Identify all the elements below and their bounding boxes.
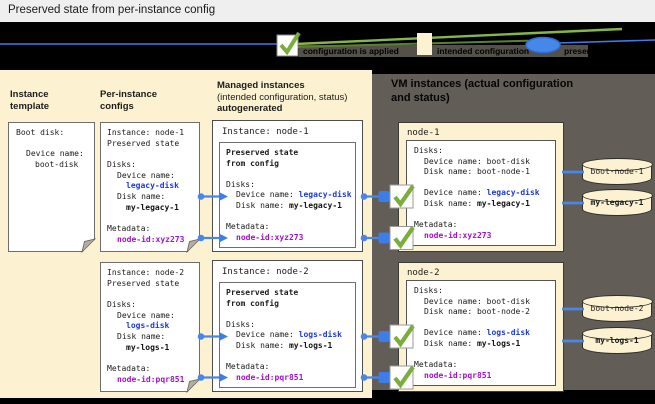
vm-node-2-inner-box: Disks: Device name: boot-disk Disk name:… [406, 280, 556, 386]
pic1-metadata: Metadata: [107, 224, 151, 234]
managed-instance-node-2-inner-box: Preserved state from config Disks: Devic… [219, 282, 356, 388]
pic1-device-value: legacy-disk [126, 181, 179, 191]
mi2-preserved-2: from config [226, 298, 279, 308]
mi1-device-line: Device name: legacy-disk [236, 190, 352, 200]
mi2-preserved-1: Preserved state [226, 288, 299, 297]
mi2-metadata: Metadata: [226, 362, 270, 372]
managed-heading-line3: autogenerated [217, 103, 283, 114]
disk-cylinder-boot-node-2: boot-node-2 [581, 295, 653, 322]
vm-node-1-inner-box: Disks: Device name: boot-disk Disk name:… [406, 140, 556, 246]
mi1-disk-line: Disk name: my-legacy-1 [236, 200, 342, 210]
instance-template-heading: Instance template [10, 89, 50, 112]
page-title: Preserved state from per-instance config [0, 0, 655, 22]
per-instance-configs-heading: Per-instance configs [100, 89, 158, 112]
per-instance-config-node-2-box: Instance: node-2 Preserved state Disks: … [100, 262, 200, 392]
vm2-boot-device-line: Device name: boot-disk [424, 296, 530, 306]
pic2-device-label: Device name: [117, 310, 175, 320]
vm1-title: node-1 [407, 128, 440, 138]
managed-instances-heading: Managed instances (intended configuratio… [217, 80, 369, 115]
pic1-device-label: Device name: [117, 170, 175, 180]
mi1-preserved-2: from config [226, 158, 279, 168]
mi2-device-line: Device name: logs-disk [236, 330, 342, 340]
legend-oval-label: preserved state [564, 46, 627, 56]
pic2-device-value: logs-disk [126, 321, 170, 331]
pic1-disk-label: Disk name: [117, 192, 166, 202]
vm1-metadata: Metadata: [414, 220, 458, 230]
mi2-disk-line: Disk name: my-logs-1 [236, 340, 333, 350]
disk-label: my-logs-1 [595, 336, 639, 345]
vm1-boot-disk-line: Disk name: boot-node-1 [424, 167, 530, 177]
legend-bar [299, 45, 588, 57]
pic2-disk-value: my-logs-1 [126, 342, 170, 352]
pic2-disks: Disks: [107, 300, 136, 310]
disk-cylinder-my-logs-1: my-logs-1 [581, 327, 653, 354]
disk-label: boot-node-2 [590, 304, 644, 313]
vm-panel-heading: VM instances (actual configuration and s… [391, 78, 643, 105]
mi2-disks: Disks: [226, 319, 255, 329]
mi1-preserved-1: Preserved state [226, 148, 299, 157]
vm2-metadata-value: node-id:pqr851 [424, 370, 492, 380]
pic2-preserved: Preserved state [107, 278, 180, 288]
managed-heading-line1: Managed instances [217, 80, 305, 91]
pic2-instance: Instance: node-2 [107, 268, 185, 277]
disk-label: my-legacy-1 [590, 198, 644, 207]
template-boot-disk-line: Boot disk: [16, 128, 65, 137]
pic1-disk-value: my-legacy-1 [126, 202, 179, 212]
vm1-boot-device-line: Device name: boot-disk [424, 156, 530, 166]
pic2-disk-label: Disk name: [117, 332, 166, 342]
disk-cylinder-my-legacy-1: my-legacy-1 [581, 189, 653, 216]
instance-template-box: Boot disk: Device name: boot-disk [8, 122, 95, 252]
vm1-device-line: Device name: legacy-disk [424, 188, 540, 198]
disk-label: boot-node-1 [590, 167, 644, 176]
template-device-label: Device name: [26, 149, 84, 159]
legend-check-label: configuration is applied [303, 46, 399, 56]
vm-heading-line1: VM instances (actual configuration [391, 78, 574, 90]
legend-check-icon [276, 31, 301, 57]
vm2-device-line: Device name: logs-disk [424, 328, 530, 338]
managed-instance-node-1-inner-box: Preserved state from config Disks: Devic… [219, 142, 356, 248]
vm2-title: node-2 [407, 268, 440, 278]
vm1-metadata-value: node-id:xyz273 [424, 230, 492, 240]
managed-heading-line2: (intended configuration, status) [217, 91, 348, 103]
vm2-disk-line: Disk name: my-logs-1 [424, 338, 521, 348]
pic2-metadata: Metadata: [107, 364, 151, 374]
mi1-metadata: Metadata: [226, 222, 270, 232]
legend-box-label: intended configuration [437, 46, 530, 56]
mi2-metadata-value: node-id:pqr851 [236, 372, 304, 382]
vm1-disks: Disks: [414, 146, 443, 155]
vm2-disks: Disks: [414, 286, 443, 295]
pic1-disks: Disks: [107, 160, 136, 170]
per-instance-config-node-1-box: Instance: node-1 Preserved state Disks: … [100, 122, 200, 252]
pic2-metadata-value: node-id:pqr851 [117, 374, 185, 384]
pic1-preserved: Preserved state [107, 138, 180, 148]
vm1-disk-line: Disk name: my-legacy-1 [424, 198, 530, 208]
template-device-value: boot-disk [35, 160, 79, 170]
vm2-boot-disk-line: Disk name: boot-node-2 [424, 307, 530, 317]
mi1-disks: Disks: [226, 179, 255, 189]
mi1-title: Instance: node-1 [222, 127, 309, 137]
mi2-title: Instance: node-2 [222, 267, 309, 277]
pic1-instance: Instance: node-1 [107, 128, 185, 137]
vm-heading-line2: and status) [391, 91, 450, 104]
mi1-metadata-value: node-id:xyz273 [236, 232, 304, 242]
vm2-metadata: Metadata: [414, 360, 458, 370]
pic1-metadata-value: node-id:xyz273 [117, 234, 185, 244]
disk-cylinder-boot-node-1: boot-node-1 [581, 158, 653, 185]
